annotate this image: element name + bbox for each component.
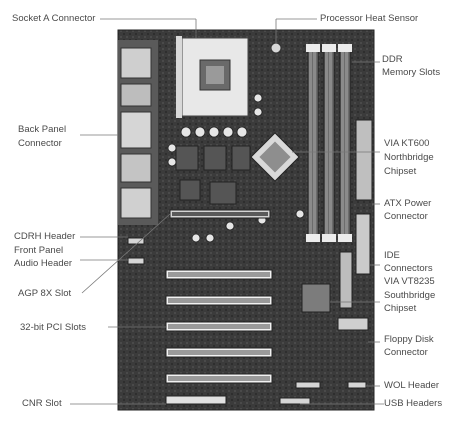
pci-slots	[165, 269, 273, 384]
atx-power-connector	[355, 119, 373, 201]
label-front-panel-2: Audio Header	[14, 258, 73, 269]
label-heat-sensor: Processor Heat Sensor	[320, 13, 419, 24]
agp-slot	[169, 209, 271, 219]
label-ide-1: IDE	[384, 250, 400, 261]
label-atx-power-2: Connector	[384, 211, 428, 222]
label-front-panel-1: Front Panel	[14, 245, 64, 256]
vrm	[175, 145, 251, 205]
label-wol-header: WOL Header	[384, 380, 440, 391]
leader-lines	[70, 18, 384, 405]
label-southbridge-3: Chipset	[384, 303, 417, 314]
label-socket-a: Socket A Connector	[12, 13, 96, 24]
label-atx-power-1: ATX Power	[384, 198, 432, 209]
label-northbridge-1: VIA KT600	[384, 138, 430, 149]
label-cdrom-header: CDRH Header	[14, 231, 76, 242]
label-southbridge-2: Southbridge	[384, 290, 436, 301]
label-ddr-1: DDR	[382, 54, 403, 65]
label-agp-slot: AGP 8X Slot	[18, 288, 72, 299]
floppy-connector	[337, 317, 369, 331]
label-ddr-2: Memory Slots	[382, 67, 441, 78]
misc-headers	[127, 237, 367, 405]
cnr-slot	[165, 395, 227, 405]
label-back-panel-2: Connector	[18, 138, 62, 149]
label-ide-2: Connectors	[384, 263, 433, 274]
label-northbridge-3: Chipset	[384, 166, 417, 177]
label-usb-headers: USB Headers	[384, 398, 443, 409]
label-floppy-1: Floppy Disk	[384, 334, 434, 345]
label-cnr-slot: CNR Slot	[22, 398, 62, 409]
ddr-slots	[306, 44, 352, 242]
southbridge-chip	[301, 283, 331, 313]
label-northbridge-2: Northbridge	[384, 152, 434, 163]
northbridge-chip	[250, 132, 300, 182]
label-southbridge-1: VIA VT8235	[384, 276, 435, 287]
label-pci-slots: 32-bit PCI Slots	[20, 322, 86, 333]
label-floppy-2: Connector	[384, 347, 428, 358]
socket-a	[176, 36, 249, 118]
back-panel-connector	[118, 40, 158, 225]
heat-sensor	[270, 42, 282, 54]
label-back-panel-1: Back Panel	[18, 124, 67, 135]
ide-connectors	[339, 213, 371, 309]
